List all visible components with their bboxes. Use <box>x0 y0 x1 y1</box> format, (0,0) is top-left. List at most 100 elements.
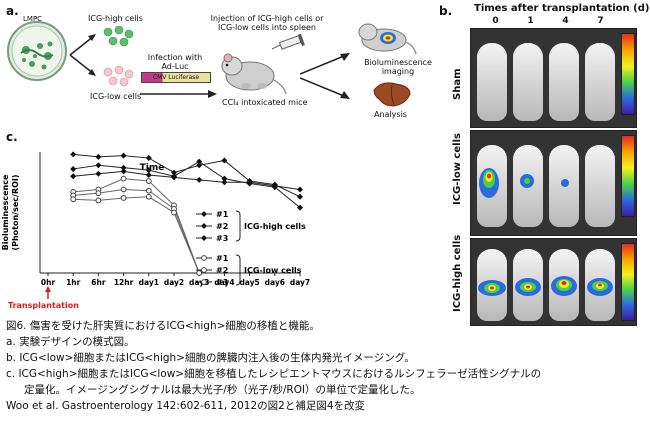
x-axis-label: Time <box>140 163 165 173</box>
analysis-label: Analysis <box>374 110 407 119</box>
day-labels: 0 1 4 7 <box>478 16 618 26</box>
data-point <box>95 190 102 197</box>
legend-label: #3 <box>216 278 228 287</box>
x-tick-label: day7 <box>290 278 310 287</box>
injection-line1: Injection of ICG-high cells or <box>210 14 324 23</box>
legend-label: #2 <box>216 266 228 275</box>
data-point <box>70 151 77 158</box>
x-tick-label: 12hr <box>114 278 134 287</box>
legend-label: #3 <box>216 234 228 243</box>
y-axis-label-line: Bioluminescence <box>1 174 10 250</box>
lmpc-label: LMPC <box>23 15 43 23</box>
color-scale-bar <box>621 243 635 321</box>
data-point <box>70 173 77 180</box>
data-point <box>145 155 152 162</box>
legend-marker <box>201 211 207 217</box>
signal-spot <box>515 278 541 296</box>
data-point <box>145 193 152 200</box>
data-point <box>145 187 152 194</box>
series-line <box>73 170 301 191</box>
caption-c-cont: 定量化。イメージングシグナルは最大光子/秒（光子/秒/ROI）の単位で定量化した… <box>24 384 421 396</box>
branch-arrows <box>68 30 98 84</box>
construct-label: CMV Luciferase <box>142 73 210 82</box>
x-tick-label: day1 <box>139 278 159 287</box>
legend-marker <box>201 267 207 273</box>
icg-low-label: ICG-low cells <box>90 92 142 101</box>
caption-a: a. 実験デザインの模式図。 <box>6 336 135 348</box>
transplantation-label: Transplantation <box>8 301 79 310</box>
legend-group-label: ICG-low cells <box>244 266 302 275</box>
x-tick-label: day5 <box>239 278 259 287</box>
data-point <box>196 162 203 169</box>
panel-c-letter: c. <box>6 130 18 144</box>
signal-spot <box>479 168 499 198</box>
petri-dish-icon <box>6 20 68 82</box>
data-point <box>171 169 177 176</box>
mouse-image <box>477 43 507 121</box>
data-point <box>120 186 127 193</box>
data-point <box>95 153 102 160</box>
legend-marker <box>201 279 207 285</box>
day-label: 7 <box>597 16 604 26</box>
data-point <box>196 158 203 165</box>
series-line <box>73 161 301 209</box>
signal-spot <box>478 280 506 296</box>
data-point <box>95 162 102 169</box>
caption-source: Woo et al. Gastroenterology 142:602-611,… <box>6 400 366 412</box>
bioluminescence-line1: Bioluminescence <box>364 58 432 67</box>
x-tick-label: day4 <box>214 278 234 287</box>
day-label: 1 <box>527 16 534 26</box>
color-scale-bar <box>621 135 635 217</box>
data-point <box>297 204 303 211</box>
x-tick-label: day6 <box>265 278 285 287</box>
construct-bar: CMV Luciferase <box>141 72 211 83</box>
legend-group-label: ICG-high cells <box>244 222 306 231</box>
x-tick-label: 1hr <box>66 278 81 287</box>
infection-line2: Ad-Luc <box>161 62 189 71</box>
legend-bracket <box>235 210 241 242</box>
panel-b-title: Times after transplantation (d) <box>474 3 650 14</box>
outcome-arrows <box>299 44 352 108</box>
icg-high-label: ICG-high cells <box>88 14 143 23</box>
panel-a-letter: a. <box>6 4 19 18</box>
mouse-image <box>513 43 543 121</box>
data-point <box>145 178 152 184</box>
x-tick-label: day2 <box>164 278 184 287</box>
data-point <box>120 164 127 171</box>
imaging-mouse-icon <box>358 18 418 60</box>
data-point <box>120 152 127 159</box>
mouse-image <box>585 145 615 227</box>
data-point <box>297 186 303 193</box>
data-point <box>221 175 228 182</box>
data-point <box>120 168 127 175</box>
mouse-icon <box>218 40 288 100</box>
data-point <box>120 195 127 201</box>
infection-label: Infection with Ad-Luc <box>140 53 210 71</box>
legend-label: #1 <box>216 254 229 263</box>
series-line <box>73 153 301 198</box>
signal-spot <box>587 278 613 296</box>
bioluminescence-line2: imaging <box>381 67 415 76</box>
row-label-icg-high: ICG-high cells <box>452 234 463 312</box>
imaging-row-icg-high <box>470 238 637 326</box>
imaging-row-sham <box>470 28 637 128</box>
icg-high-cells-icon <box>100 24 140 52</box>
row-label-sham: Sham <box>452 68 463 101</box>
day-label: 0 <box>492 16 499 26</box>
infection-line1: Infection with <box>147 53 203 62</box>
syringe-icon <box>270 33 310 58</box>
data-point <box>145 171 152 178</box>
data-point <box>95 197 102 204</box>
caption-title: 図6. 傷害を受けた肝実質におけるICG<high>細胞の移植と機能。 <box>6 320 320 332</box>
bioluminescence-label: Bioluminescence imaging <box>358 58 438 76</box>
data-point <box>196 176 203 183</box>
y-axis-label-line: (Photon/sec/ROI) <box>11 174 20 250</box>
series-line <box>73 189 200 274</box>
legend-label: #1 <box>216 210 229 219</box>
caption-b: b. ICG<low>細胞またはICG<high>細胞の脾臓内注入後の生体内発光… <box>6 352 415 364</box>
injection-line2: ICG-low cells into spleen <box>218 23 316 32</box>
legend-label: #2 <box>216 222 228 231</box>
data-point <box>70 196 77 203</box>
mouse-image <box>585 43 615 121</box>
